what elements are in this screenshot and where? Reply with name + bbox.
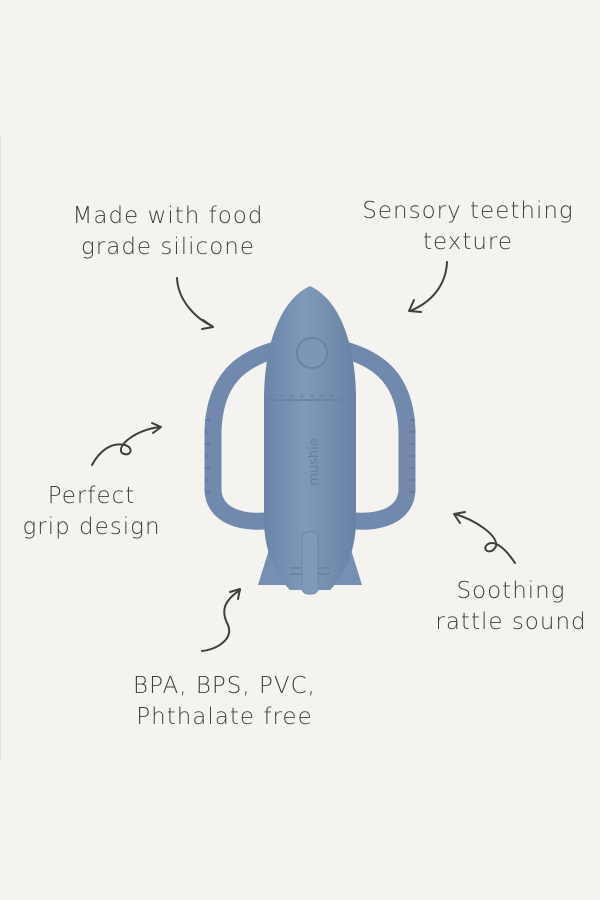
arrow-grip: [91, 426, 161, 466]
callout-food-grade: Made with food grade silicone: [58, 201, 278, 263]
callout-rattle: Soothing rattle sound: [425, 576, 597, 638]
arrow-sensory: [409, 261, 448, 312]
callout-line: Perfect: [47, 483, 136, 509]
image-edge: [0, 135, 1, 760]
arrow-food-grade: [176, 277, 213, 327]
handle-left: [204, 341, 416, 530]
callout-line: Sensory teething: [362, 198, 574, 224]
callout-line: grade silicone: [80, 234, 255, 260]
brand-mark: mushie: [307, 438, 322, 486]
callout-line: Soothing: [456, 578, 566, 604]
arrow-bpa-free: [201, 589, 241, 652]
callout-line: BPA, BPS, PVC,: [133, 673, 316, 699]
arrow-rattle: [454, 513, 516, 564]
callout-line: Phthalate free: [136, 704, 313, 730]
callout-bpa-free: BPA, BPS, PVC, Phthalate free: [112, 671, 337, 733]
callout-line: rattle sound: [435, 609, 587, 635]
callout-line: grip design: [22, 514, 161, 540]
callout-grip: Perfect grip design: [14, 481, 169, 543]
callout-sensory: Sensory teething texture: [348, 196, 588, 258]
callout-line: Made with food: [72, 203, 264, 229]
callout-line: texture: [422, 229, 514, 255]
